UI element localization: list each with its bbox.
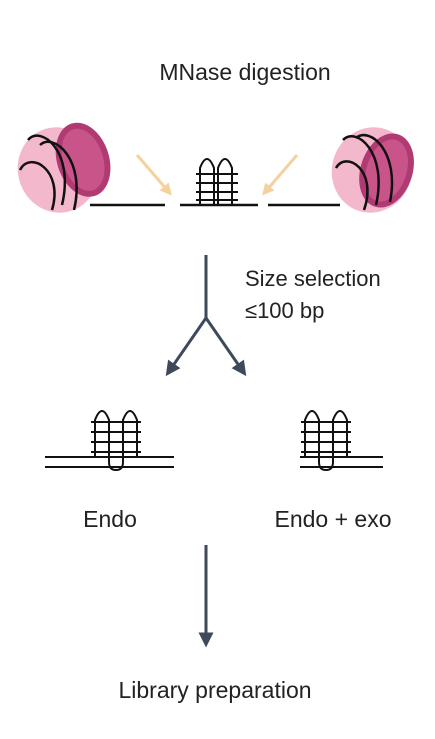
library-preparation-label: Library preparation	[118, 677, 311, 703]
left-nucleosome-icon	[17, 122, 165, 213]
endo-exo-label: Endo + exo	[274, 506, 391, 532]
right-nucleosome-icon	[268, 127, 414, 213]
endo-quadruplex-icon	[45, 410, 174, 472]
cut-arrow-left-icon	[135, 154, 172, 196]
size-selection-label: Size selection	[245, 266, 381, 291]
cut-arrow-right-icon	[262, 154, 299, 196]
step-mnase-digestion-label: MNase digestion	[159, 59, 330, 85]
endo-label: Endo	[83, 506, 137, 532]
center-quadruplex-icon	[180, 158, 258, 207]
size-selection-arrow	[165, 255, 247, 377]
size-cutoff-label: ≤100 bp	[245, 298, 324, 323]
endo-exo-quadruplex-icon	[300, 410, 383, 472]
